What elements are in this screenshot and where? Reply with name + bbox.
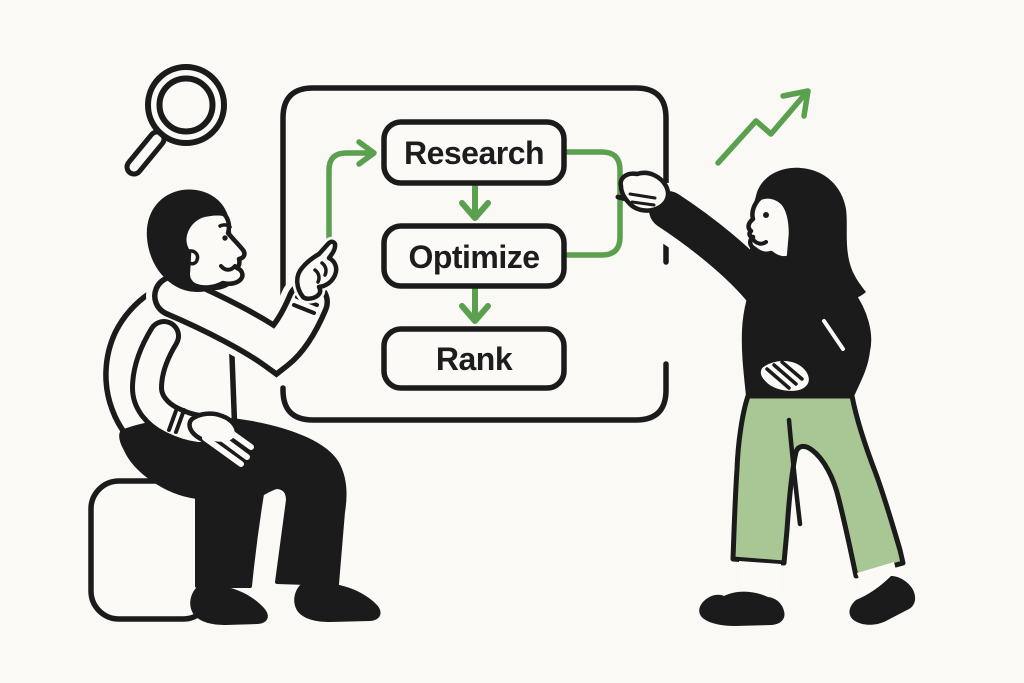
man-pants	[119, 417, 347, 588]
woman-arm-raised	[649, 191, 783, 311]
flow-connectors	[326, 139, 623, 324]
flow-step-optimize-box	[381, 223, 567, 289]
man-figure	[88, 189, 381, 625]
growth-arrow-line	[715, 90, 809, 166]
woman-eye	[763, 212, 769, 218]
woman-ankle-left	[739, 561, 781, 602]
man-arm-resting	[134, 324, 211, 442]
flow-step-rank: Rank	[381, 326, 567, 391]
woman-head	[746, 167, 866, 302]
whiteboard-frame-bottom	[280, 361, 669, 423]
woman-pants-crease	[786, 417, 803, 527]
flow-step-rank-label: Rank	[436, 341, 513, 377]
magnifying-glass-icon	[124, 64, 227, 177]
woman-shoe-right	[849, 576, 916, 625]
arrow-into-research-line	[326, 150, 372, 243]
magnifier-handle	[129, 134, 162, 172]
flow-step-optimize: Optimize	[381, 223, 567, 289]
flow-step-research: Research	[381, 119, 567, 186]
man-fingers-on-knee	[202, 421, 254, 467]
woman-shoe-left	[699, 591, 785, 626]
magnifier-lens-inner	[156, 75, 216, 135]
woman-fingers-on-hip	[765, 360, 804, 390]
woman-sweater-detail	[822, 319, 845, 351]
man-ear	[186, 249, 200, 266]
man-eye	[222, 235, 228, 241]
growth-arrow-icon	[715, 88, 811, 166]
man-eyebrow	[218, 223, 232, 229]
woman-smile	[751, 237, 768, 246]
flow-step-research-label: Research	[404, 135, 544, 171]
woman-figure	[615, 167, 916, 626]
feedback-loop-research-to-optimize	[563, 149, 623, 258]
flow-step-research-box	[381, 119, 567, 186]
man-head	[146, 189, 247, 292]
woman-pants	[730, 393, 906, 579]
man-smile	[219, 264, 237, 272]
arrow-research-to-optimize-head	[459, 200, 491, 221]
arrow-into-research-head	[356, 139, 377, 167]
whiteboard-frame-top	[280, 85, 669, 308]
flow-steps: Research Optimize Rank	[381, 119, 567, 391]
man-arm-raised	[157, 279, 325, 371]
man-knuckle-lines	[313, 261, 328, 284]
flow-step-optimize-label: Optimize	[408, 239, 539, 275]
man-sleeve-cuff-2	[167, 406, 186, 434]
woman-fingers-drawing	[628, 192, 657, 207]
woman-face	[746, 194, 794, 261]
man-shoe-right	[294, 582, 381, 622]
growth-arrow-head	[780, 88, 811, 119]
man-shoe-left	[190, 585, 268, 625]
flow-step-rank-box	[381, 326, 567, 391]
whiteboard	[280, 85, 669, 423]
arrow-optimize-to-rank-head	[459, 303, 491, 324]
